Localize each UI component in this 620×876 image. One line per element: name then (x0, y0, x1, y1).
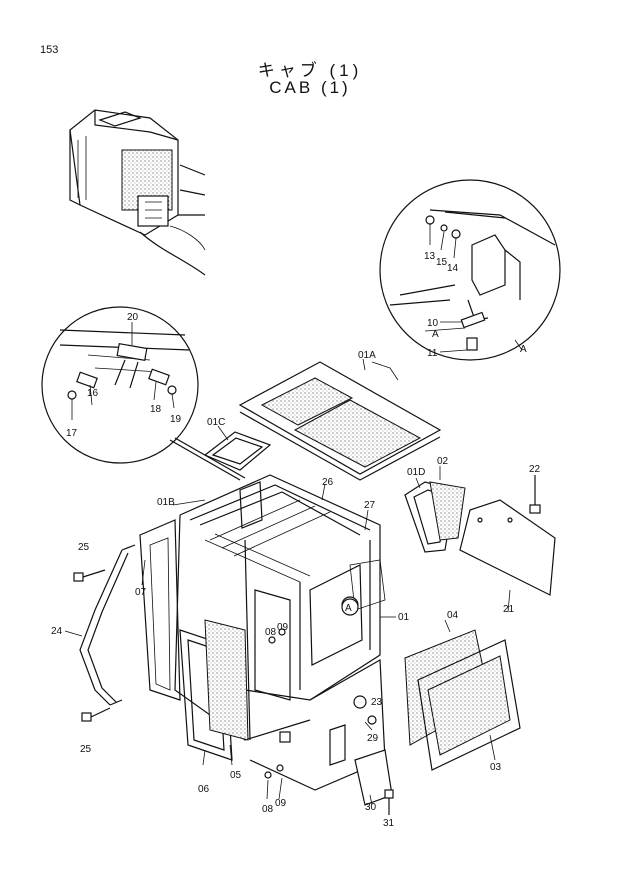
detail-leader-line-2 (174, 437, 246, 479)
handrail-24 (79, 544, 136, 706)
bolt-25-lower (81, 707, 111, 722)
callout-02: 02 (437, 456, 449, 467)
callout-23: 23 (371, 697, 383, 708)
bolt-31 (384, 789, 394, 815)
callout-11: 11 (427, 348, 438, 359)
callout-22: 22 (529, 464, 541, 475)
page-title-english: CAB (1) (269, 78, 351, 97)
detail-circle-a (379, 179, 561, 361)
callout-01: 01 (398, 612, 410, 623)
callout-18: 18 (150, 404, 162, 415)
ref-a-detail-label: A (432, 329, 439, 340)
callout-01C: 01C (207, 417, 225, 428)
callout-29: 29 (367, 733, 379, 744)
callout-01D: 01D (407, 467, 425, 478)
callout-19: 19 (170, 414, 182, 425)
callout-08-upper: 08 (265, 627, 277, 638)
fastener-09-lower-marker (276, 764, 284, 772)
bolt-22 (529, 475, 541, 514)
callout-04: 04 (447, 610, 459, 621)
callout-24: 24 (51, 626, 63, 637)
door-frame-07 (139, 519, 181, 701)
callout-31: 31 (383, 818, 395, 829)
callout-09-lower: 09 (275, 798, 287, 809)
callout-03: 03 (490, 762, 502, 773)
ref-a-circle-label: A (345, 603, 352, 614)
bolt-25-upper (73, 569, 106, 582)
panel-21 (459, 499, 556, 596)
callout-25-lower: 25 (80, 744, 92, 755)
detail-circle-hinge (41, 306, 199, 464)
callout-01B: 01B (157, 497, 175, 508)
page-title-japanese: キャブ (1) (257, 61, 363, 80)
callout-09-upper: 09 (277, 622, 289, 633)
ref-a-arrow-label: A (520, 344, 527, 355)
rear-seal-03 (417, 639, 521, 771)
window-glass-02 (429, 481, 466, 541)
fastener-08-lower-marker (264, 771, 272, 779)
reference-a-circle (341, 598, 359, 616)
callout-27: 27 (364, 500, 376, 511)
detail-leader-line (169, 439, 241, 481)
callout-16: 16 (87, 388, 99, 399)
roof-panel-01A (238, 361, 442, 481)
callout-17: 17 (66, 428, 78, 439)
callout-07: 07 (135, 587, 147, 598)
fastener-08-marker (268, 636, 276, 644)
callout-13: 13 (424, 251, 436, 262)
callout-15: 15 (436, 257, 448, 268)
callout-05: 05 (230, 770, 242, 781)
fastener-09-marker (278, 628, 286, 636)
callout-20: 20 (127, 312, 139, 323)
callout-08-lower: 08 (262, 804, 274, 815)
door-glass-05 (204, 619, 249, 741)
page-number: 153 (40, 44, 59, 56)
callout-10: 10 (427, 318, 439, 329)
callout-30: 30 (365, 802, 377, 813)
callout-21: 21 (503, 604, 515, 615)
callout-26: 26 (322, 477, 334, 488)
callout-06: 06 (198, 784, 210, 795)
callout-labels: 01A 01C 01B 26 27 01D 02 22 01 04 21 03 … (51, 251, 541, 829)
seal-01C (203, 431, 272, 471)
callout-25-upper: 25 (78, 542, 90, 553)
leader-lines (64, 358, 511, 806)
machine-overview-sketch (69, 109, 206, 276)
callout-14: 14 (447, 263, 459, 274)
callout-01A: 01A (358, 350, 376, 361)
